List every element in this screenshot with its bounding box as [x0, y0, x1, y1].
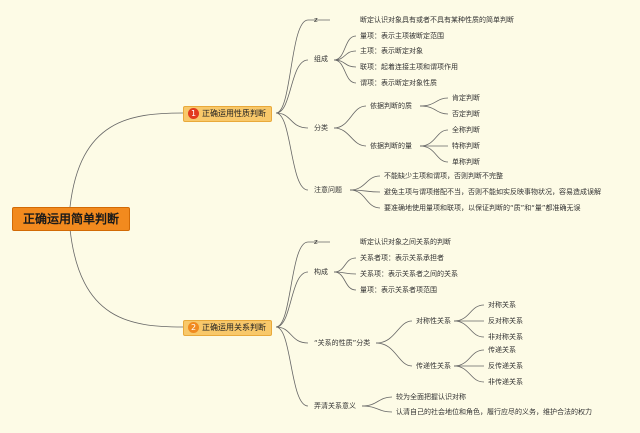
- branch-1-z: z: [314, 16, 318, 24]
- b2-transitive-item: 非传递关系: [488, 378, 523, 386]
- branch-2-definition: 断定认识对象之间关系的判断: [360, 238, 451, 246]
- b2-symmetric-item: 非对称关系: [488, 333, 523, 341]
- b1-notes-item: 不能缺少主项和谓项，否则判断不完整: [384, 172, 503, 180]
- b2-symmetric-item: 反对称关系: [488, 317, 523, 325]
- branch-2-z: z: [314, 238, 318, 246]
- b1-composition-item: 主项：表示断定对象: [360, 47, 423, 55]
- b2-structure-item: 关系者项：表示关系承担者: [360, 254, 444, 262]
- b1-composition-item: 量项：表示主项被断定范围: [360, 32, 444, 40]
- b1-quantity-item: 特称判断: [452, 142, 480, 150]
- branch-1-definition: 断定认识对象具有或者不具有某种性质的简单判断: [360, 16, 514, 24]
- b2-group-meaning: 弄清关系意义: [314, 402, 356, 410]
- b1-composition-item: 联项：起着连接主项和谓项作用: [360, 63, 458, 71]
- branch-1-label: 正确运用性质判断: [202, 109, 266, 118]
- root-node: 正确运用简单判断: [12, 207, 130, 231]
- b2-meaning-item: 较为全面把握认识对称: [396, 393, 466, 401]
- b1-composition-item: 谓项：表示断定对象性质: [360, 79, 437, 87]
- b2-transitive-item: 传递关系: [488, 346, 516, 354]
- b2-group-relation-nature: “关系的性质”分类: [314, 339, 371, 347]
- b1-group-composition: 组成: [314, 55, 328, 63]
- b1-group-notes: 注意问题: [314, 186, 342, 194]
- b1-quantity-item: 全称判断: [452, 126, 480, 134]
- b1-notes-item: 避免主项与谓项搭配不当，否则不能如实反映事物状况，容易造成误解: [384, 188, 601, 196]
- b1-quantity-item: 单称判断: [452, 158, 480, 166]
- b1-group-classification: 分类: [314, 124, 328, 132]
- b1-subgroup-quantity: 依据判断的量: [370, 142, 412, 150]
- b2-subgroup-transitive: 传递性关系: [416, 362, 451, 370]
- b2-subgroup-symmetric: 对称性关系: [416, 317, 451, 325]
- b2-meaning-item: 认清自己的社会地位和角色，履行应尽的义务，维护合法的权力: [396, 408, 592, 416]
- branch-2-badge: 2: [188, 322, 199, 333]
- b1-subgroup-quality: 依据判断的质: [370, 102, 412, 110]
- b2-group-structure: 构成: [314, 268, 328, 276]
- branch-2-label: 正确运用关系判断: [202, 323, 266, 332]
- b1-notes-item: 要准确地使用量项和联项，以保证判断的“质”和“量”都准确无误: [384, 204, 581, 212]
- b2-structure-item: 量项：表示关系者项范围: [360, 286, 437, 294]
- b2-structure-item: 关系项：表示关系者之间的关系: [360, 270, 458, 278]
- b2-transitive-item: 反传递关系: [488, 362, 523, 370]
- b2-symmetric-item: 对称关系: [488, 301, 516, 309]
- branch-1-badge: 1: [188, 108, 199, 119]
- b1-quality-item: 否定判断: [452, 110, 480, 118]
- b1-quality-item: 肯定判断: [452, 94, 480, 102]
